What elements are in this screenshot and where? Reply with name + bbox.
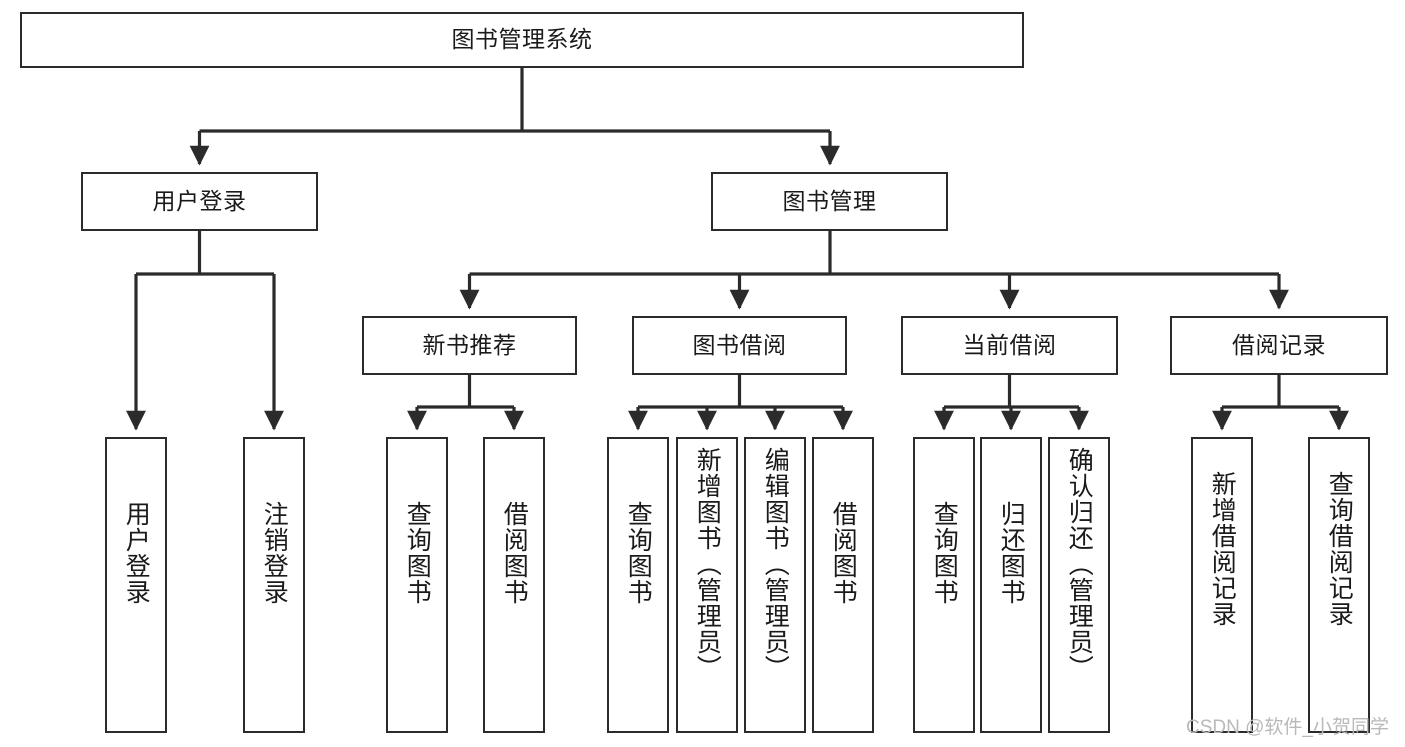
node-new-book-rec[interactable]: 新书推荐 — [362, 316, 577, 375]
node-book-borrow[interactable]: 图书借阅 — [632, 316, 847, 375]
node-leaf-return-book-label: 归还图书 — [997, 501, 1026, 605]
node-leaf-logout[interactable]: 注销登录 — [243, 437, 305, 733]
node-leaf-return-book[interactable]: 归还图书 — [980, 437, 1042, 733]
node-leaf-query-record[interactable]: 查询借阅记录 — [1308, 437, 1370, 733]
node-borrow-record-label: 借阅记录 — [1232, 331, 1326, 358]
node-leaf-query-book-1-label: 查询图书 — [403, 501, 432, 605]
node-leaf-query-record-label: 查询借阅记录 — [1325, 471, 1354, 627]
node-book-manage[interactable]: 图书管理 — [711, 172, 948, 231]
node-leaf-borrow-book-2[interactable]: 借阅图书 — [812, 437, 874, 733]
csdn-watermark: CSDN @软件_小贺同学 — [1186, 717, 1389, 738]
node-current-borrow-label: 当前借阅 — [962, 331, 1057, 358]
node-book-manage-label: 图书管理 — [782, 187, 877, 214]
node-leaf-edit-book[interactable]: 编辑图书（管理员） — [744, 437, 806, 733]
node-leaf-borrow-book-1[interactable]: 借阅图书 — [483, 437, 545, 733]
node-root-label: 图书管理系统 — [451, 26, 593, 53]
node-leaf-add-book[interactable]: 新增图书（管理员） — [676, 437, 738, 733]
node-borrow-record[interactable]: 借阅记录 — [1170, 316, 1388, 375]
node-leaf-borrow-book-1-label: 借阅图书 — [500, 501, 529, 605]
node-leaf-query-book-3[interactable]: 查询图书 — [913, 437, 975, 733]
node-leaf-user-login[interactable]: 用户登录 — [105, 437, 167, 733]
node-leaf-user-login-label: 用户登录 — [122, 501, 151, 605]
node-leaf-query-book-3-label: 查询图书 — [930, 501, 959, 605]
node-user-login[interactable]: 用户登录 — [81, 172, 318, 231]
node-new-book-rec-label: 新书推荐 — [422, 331, 517, 358]
node-leaf-add-record[interactable]: 新增借阅记录 — [1191, 437, 1253, 733]
node-user-login-label: 用户登录 — [152, 187, 247, 214]
node-leaf-query-book-1[interactable]: 查询图书 — [386, 437, 448, 733]
node-book-borrow-label: 图书借阅 — [692, 331, 787, 358]
node-leaf-borrow-book-2-label: 借阅图书 — [829, 501, 858, 605]
node-leaf-query-book-2[interactable]: 查询图书 — [607, 437, 669, 733]
node-leaf-confirm-return[interactable]: 确认归还（管理员） — [1048, 437, 1110, 733]
node-leaf-add-book-label: 新增图书（管理员） — [693, 447, 722, 681]
node-root[interactable]: 图书管理系统 — [20, 12, 1024, 68]
node-leaf-edit-book-label: 编辑图书（管理员） — [761, 447, 790, 681]
node-leaf-query-book-2-label: 查询图书 — [624, 501, 653, 605]
node-leaf-add-record-label: 新增借阅记录 — [1208, 471, 1237, 627]
node-leaf-logout-label: 注销登录 — [260, 501, 289, 605]
node-leaf-confirm-return-label: 确认归还（管理员） — [1065, 447, 1094, 681]
node-current-borrow[interactable]: 当前借阅 — [901, 316, 1118, 375]
